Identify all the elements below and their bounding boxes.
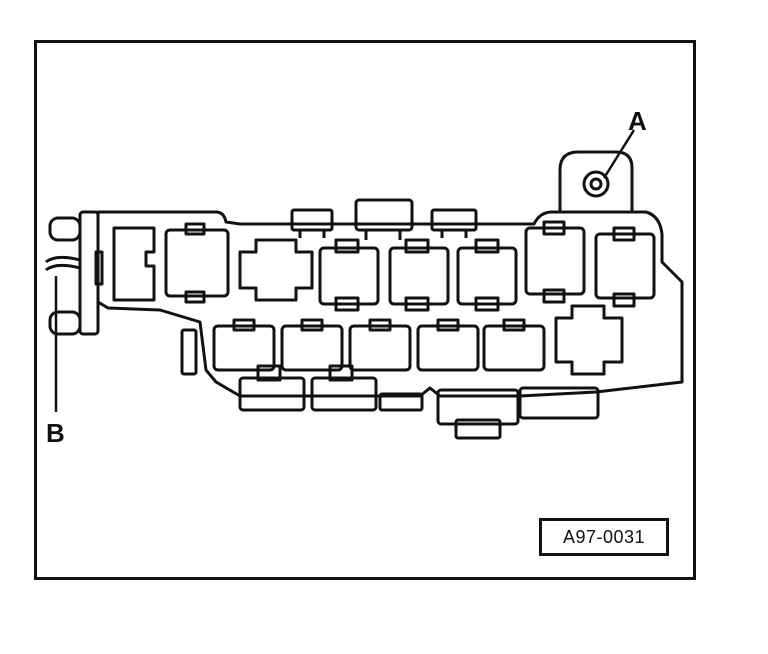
callout-a-label: A [628, 106, 647, 136]
relay-sockets-top-row [112, 220, 656, 312]
mounting-tab-a [558, 150, 634, 212]
top-connector-tabs [290, 198, 478, 240]
reference-code-label: A97-0031 [539, 518, 669, 556]
mounting-bolt-icon [582, 170, 610, 198]
relay-sockets-bottom-row [212, 304, 624, 376]
reference-code-text: A97-0031 [562, 526, 646, 547]
left-mounting-flange [45, 210, 104, 336]
relay-panel-housing [96, 210, 684, 398]
side-clip [180, 328, 198, 376]
lower-connectors [238, 364, 600, 440]
callout-b-label: B [46, 418, 65, 448]
callout-a-leader [602, 129, 636, 179]
